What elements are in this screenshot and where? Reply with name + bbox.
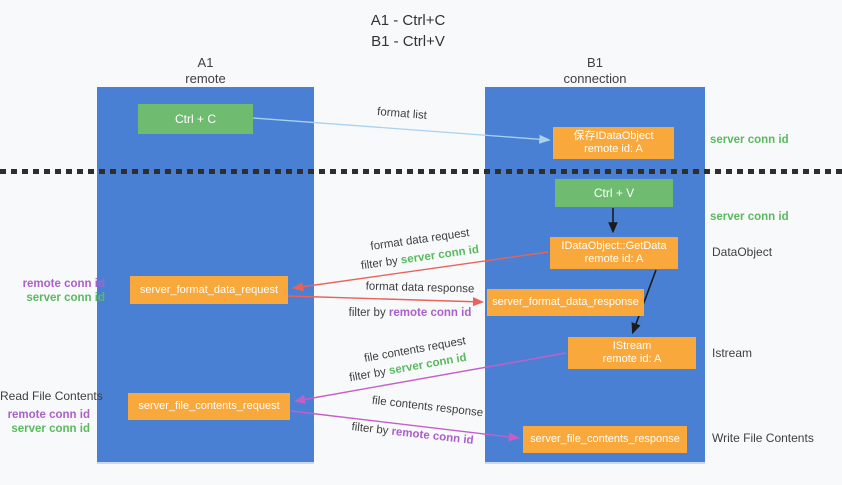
remote-conn-id-left-1: remote conn id xyxy=(22,278,105,290)
filter-by-text: filter by xyxy=(348,307,386,319)
getdata-line1: IDataObject::GetData xyxy=(561,240,667,252)
filter-by-text: filter by xyxy=(350,421,390,438)
server-file-contents-response-box: server_file_contents_response xyxy=(523,426,687,453)
title-line-2: B1 - Ctrl+V xyxy=(371,33,445,50)
filter-by-remote-conn-id-label-2: filter by remote conn id xyxy=(330,419,495,450)
format-data-response-arrow xyxy=(287,295,485,307)
format-list-label: format list xyxy=(376,106,428,122)
server-format-data-response-box: server_format_data_response xyxy=(487,289,644,316)
server-conn-id-left-2: server conn id xyxy=(11,423,90,435)
filter-by-text: filter by xyxy=(348,365,388,385)
server-conn-id-right-top: server conn id xyxy=(710,134,789,146)
server-file-contents-response-label: server_file_contents_response xyxy=(530,433,680,445)
lane-b1-name: B1 xyxy=(587,55,603,70)
format-data-response-label: format data response xyxy=(365,280,475,296)
save-idataobject-line2: remote id: A xyxy=(584,143,643,155)
lane-a1-name: A1 xyxy=(197,55,214,70)
server-format-data-request-box: server_format_data_request xyxy=(130,276,288,304)
ctrl-v-box: Ctrl + V xyxy=(555,179,673,207)
lane-header-a1: A1 remote xyxy=(97,55,314,87)
write-file-contents-label: Write File Contents xyxy=(712,431,814,445)
machine-boundary-dotted-line xyxy=(0,169,842,174)
remote-conn-id-text: remote conn id xyxy=(388,307,472,319)
istream-box: IStream remote id: A xyxy=(568,337,696,369)
save-idataobject-box: 保存IDataObject remote id: A xyxy=(553,127,674,159)
server-file-contents-request-label: server_file_contents_request xyxy=(138,400,280,412)
ctrl-c-box: Ctrl + C xyxy=(138,104,253,134)
getdata-line2: remote id: A xyxy=(584,253,644,265)
server-file-contents-request-box: server_file_contents_request xyxy=(128,393,290,420)
dataobject-side-label: DataObject xyxy=(712,245,773,259)
server-format-data-response-label: server_format_data_response xyxy=(492,296,639,308)
filter-by-remote-conn-id-label-1: filter by remote conn id xyxy=(325,307,495,319)
save-idataobject-line1: 保存IDataObject xyxy=(573,130,654,142)
getdata-box: IDataObject::GetData remote id: A xyxy=(550,237,678,269)
remote-conn-id-text: remote conn id xyxy=(390,425,475,447)
istream-line1: IStream xyxy=(612,340,652,352)
istream-side-label: Istream xyxy=(712,346,753,360)
server-conn-id-left-1: server conn id xyxy=(26,292,105,304)
format-request-conn-ids: remote conn id server conn id xyxy=(10,277,105,305)
server-conn-id-text: server conn id xyxy=(400,243,480,267)
server-format-data-request-label: server_format_data_request xyxy=(139,283,279,296)
server-conn-id-right-mid: server conn id xyxy=(710,211,789,223)
remote-conn-id-left-2: remote conn id xyxy=(7,409,90,421)
lane-a1-subtitle: remote xyxy=(185,71,226,86)
filter-by-text: filter by xyxy=(360,255,399,273)
istream-line2: remote id: A xyxy=(602,353,662,365)
file-contents-response-label: file contents response xyxy=(371,394,484,420)
file-request-conn-ids: remote conn id server conn id xyxy=(0,408,90,436)
lane-header-b1: B1 connection xyxy=(485,55,705,87)
ctrl-v-label: Ctrl + V xyxy=(593,185,635,200)
ctrl-c-label: Ctrl + C xyxy=(174,111,216,126)
diagram-title: A1 - Ctrl+C B1 - Ctrl+V xyxy=(0,10,816,52)
lane-b1-subtitle: connection xyxy=(563,71,627,86)
title-line-1: A1 - Ctrl+C xyxy=(370,12,446,29)
read-file-contents-label: Read File Contents xyxy=(0,389,103,403)
